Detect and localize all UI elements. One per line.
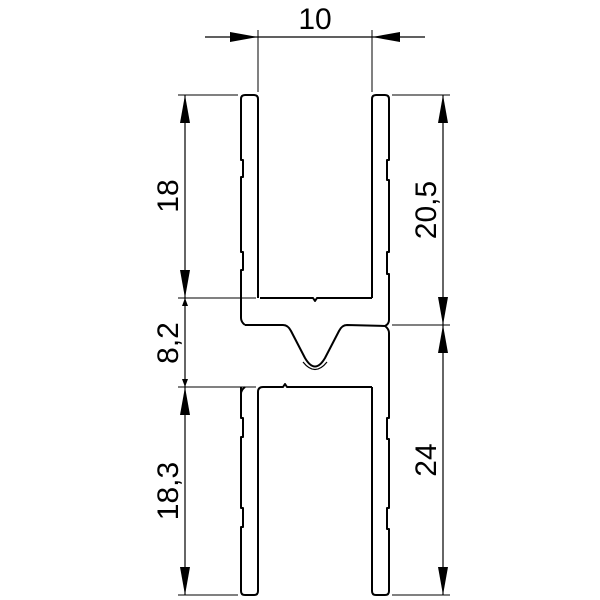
left-wall-outer [240,94,259,326]
upper-channel-floor [260,297,372,302]
h-profile [240,94,390,596]
dimension-label-left-web: 8,2 [152,322,185,364]
dimension-right: 20,5 24 [392,94,450,596]
dimension-left: 18 8,2 18,3 [152,94,256,596]
lower-channel-top [257,383,372,393]
web-top-v-groove [245,324,386,368]
v-groove-inner [302,361,328,371]
dimension-label-left-upper: 18 [152,179,185,212]
right-wall-lower [371,325,390,596]
dimension-label-right-lower: 24 [410,443,443,476]
dimension-label-right-upper: 20,5 [410,181,443,239]
dimension-label-top-width: 10 [298,3,331,36]
left-wall-lower [240,386,259,596]
right-wall-outer [371,94,390,327]
dimension-top-width: 10 [205,3,425,92]
dimension-label-left-lower: 18,3 [152,462,185,520]
arrow-left-icon [372,32,400,42]
arrow-right-icon [230,32,258,42]
